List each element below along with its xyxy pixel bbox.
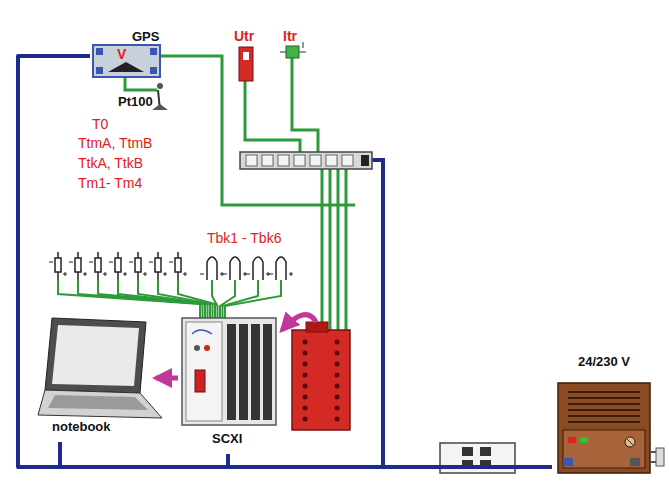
signal-name: V bbox=[117, 46, 126, 62]
power-cable bbox=[372, 160, 383, 467]
notebook-computer bbox=[38, 318, 162, 418]
power-supply-node: 24/230 V bbox=[552, 355, 652, 475]
power-supply bbox=[558, 383, 664, 473]
current-transducer bbox=[280, 42, 306, 58]
signal-arrow bbox=[282, 315, 316, 330]
device-name: 24/230 V bbox=[578, 355, 630, 370]
terminal-screws bbox=[303, 340, 340, 422]
voltage-transducer-node: Utr bbox=[232, 28, 262, 83]
sensor-label: Pt100 bbox=[118, 95, 153, 110]
power-strip-sockets bbox=[246, 155, 353, 166]
signal-name: Utr bbox=[234, 28, 254, 44]
scxi-node: SCXI bbox=[178, 316, 278, 454]
terminal-block bbox=[292, 322, 350, 430]
signal-name: Itr bbox=[283, 28, 297, 44]
sensor-symbols bbox=[49, 252, 293, 280]
sensor-label: T0 bbox=[92, 116, 108, 132]
scxi-chassis bbox=[182, 318, 276, 425]
signal-wires bbox=[125, 56, 355, 330]
gps-receiver-node: GPS V bbox=[90, 28, 166, 78]
supply-cable bbox=[228, 454, 552, 467]
device-name: SCXI bbox=[212, 432, 242, 447]
gps-receiver bbox=[93, 45, 168, 110]
sensor-label: Tm1- Tm4 bbox=[78, 175, 142, 191]
device-name: GPS bbox=[132, 30, 159, 45]
voltage-transducer bbox=[239, 47, 253, 81]
sensor-label: TtkA, TtkB bbox=[78, 155, 143, 171]
sensor-wires bbox=[58, 280, 281, 318]
sensor-label: TtmA, TtmB bbox=[78, 135, 152, 151]
notebook-node: notebook bbox=[38, 312, 156, 442]
sensor-label: Tbk1 - Tbk6 bbox=[207, 230, 281, 246]
voltage-transducer-window bbox=[243, 52, 249, 60]
power-strip bbox=[240, 152, 372, 169]
supply-cable bbox=[60, 442, 552, 467]
supply-cable bbox=[18, 56, 552, 467]
power-supply-vents bbox=[568, 392, 640, 422]
device-name: notebook bbox=[52, 420, 111, 435]
current-transducer-node: Itr bbox=[280, 28, 308, 60]
data-link-arrow bbox=[156, 376, 178, 381]
